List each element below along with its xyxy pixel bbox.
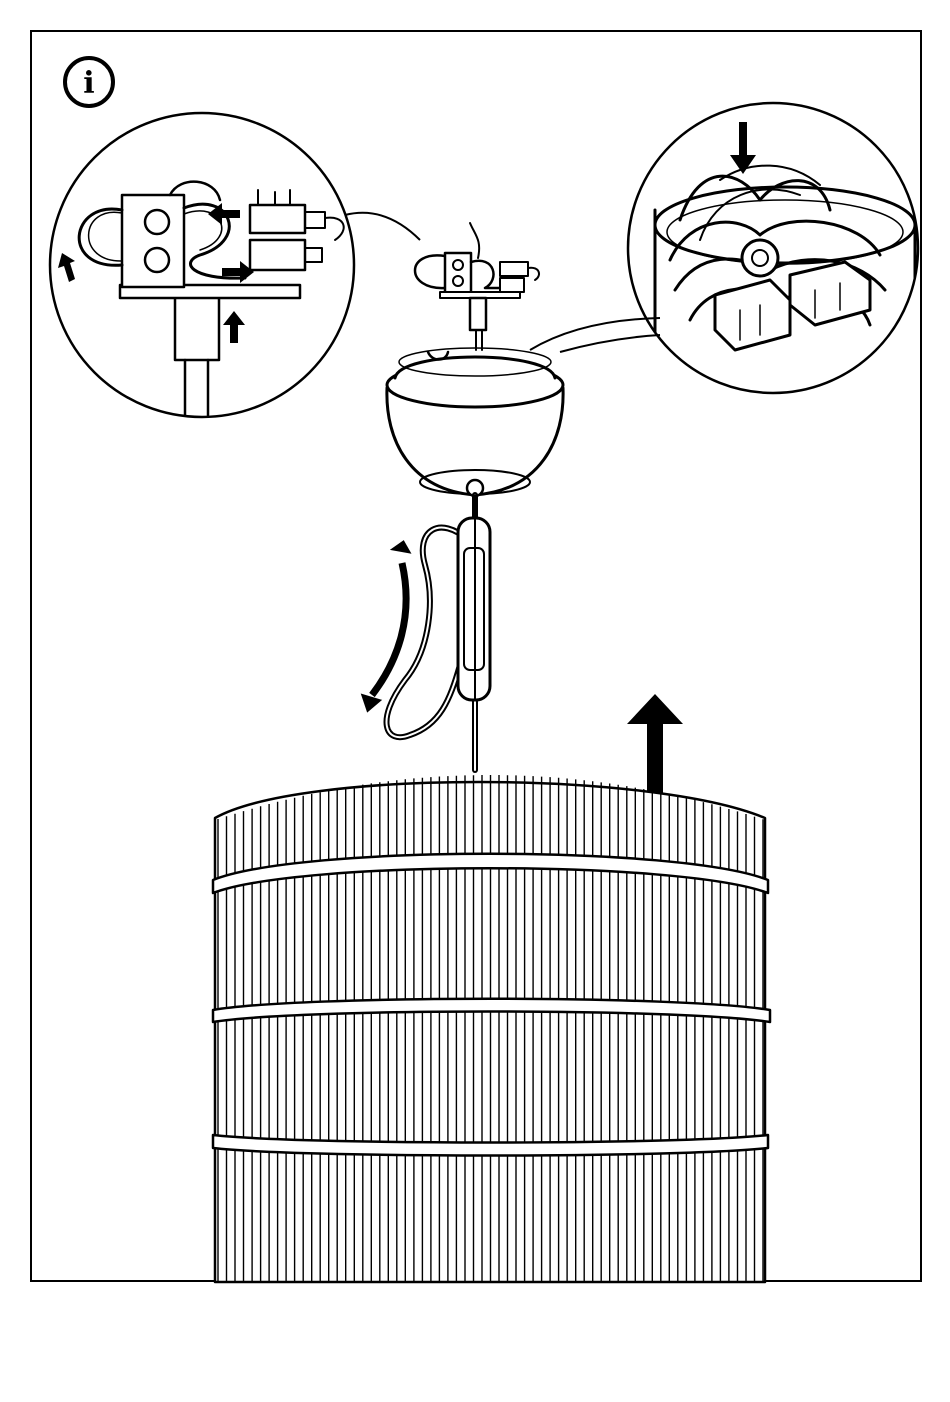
cord-clip	[458, 495, 490, 700]
ceiling-cup	[387, 348, 563, 496]
cord-storage-closeup	[530, 103, 918, 400]
wire-connector	[415, 223, 539, 350]
wire-connector-closeup	[50, 113, 420, 420]
lamp-shade	[213, 775, 770, 1282]
info-icon: i	[65, 58, 113, 106]
svg-text:i: i	[83, 66, 94, 101]
cord-adjust-arrow	[361, 538, 414, 713]
